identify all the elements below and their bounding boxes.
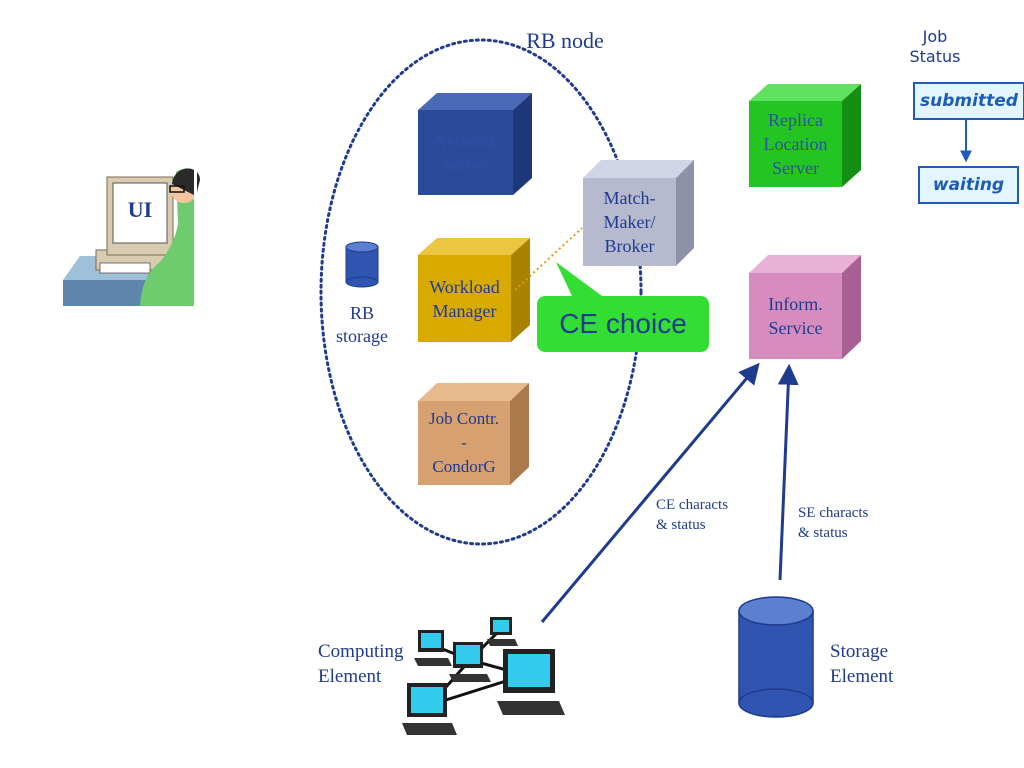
computing-element-label-line2: Element	[318, 665, 382, 687]
network-server-label: Network Server	[418, 110, 513, 195]
job-status-title-line1: Job	[922, 27, 948, 46]
workload-manager-label: Workload Manager	[418, 255, 511, 342]
computing-element-label: Computing Element	[318, 640, 428, 689]
rb-node-boundary	[319, 38, 643, 546]
computing-element-label-line1: Computing	[318, 641, 404, 662]
job-status-title-line2: Status	[909, 47, 961, 66]
replica-location-label-line1: Replica	[768, 110, 823, 130]
job-controller-label: Job Contr. - CondorG	[418, 401, 510, 485]
rb-storage-cylinder	[345, 241, 379, 288]
match-maker-label-line1: Match-	[603, 188, 656, 208]
status-submitted: submitted	[913, 82, 1024, 120]
match-maker-label-line3: Broker	[604, 236, 655, 256]
match-maker-label-line2: Maker/	[603, 212, 656, 232]
rb-storage-label: RB storage	[320, 302, 404, 349]
inform-service-label-line2: Service	[768, 318, 823, 338]
workload-to-matchmaker-link	[514, 227, 583, 291]
ui-workstation	[63, 150, 200, 310]
workload-manager-cube	[418, 238, 530, 342]
match-maker-cube	[583, 160, 694, 266]
replica-location-cube	[749, 84, 861, 187]
se-link-label-line2: & status	[798, 524, 848, 541]
rb-storage-label-line2: storage	[336, 326, 388, 347]
network-server-label-line2: Server	[442, 154, 489, 175]
ce-choice-callout-shape	[537, 262, 709, 352]
workload-manager-label-line1: Workload	[429, 276, 500, 297]
storage-element-label-line2: Element	[830, 665, 894, 687]
storage-element-label-line1: Storage	[830, 641, 889, 662]
workload-manager-label-line2: Manager	[432, 300, 497, 321]
rb-node-title: RB node	[526, 28, 604, 53]
network-server-cube	[418, 93, 532, 195]
network-server-label-line1: Network	[434, 130, 497, 151]
rb-storage-label-line1: RB	[349, 303, 374, 323]
replica-location-label-line2: Location	[763, 134, 828, 154]
replica-location-label: Replica Location Server	[749, 101, 842, 187]
status-waiting: waiting	[918, 166, 1019, 204]
job-controller-label-line3: CondorG	[432, 457, 496, 476]
ui-screen-label: UI	[127, 197, 153, 222]
ce-to-is-arrow	[540, 362, 760, 623]
job-controller-label-line1: Job Contr.	[429, 409, 499, 428]
storage-element-label: Storage Element	[830, 640, 930, 689]
inform-service-cube	[749, 255, 861, 359]
ce-link-label-line1: CE characts	[656, 497, 729, 513]
computing-element-network	[402, 617, 565, 735]
se-link-label-line1: SE characts	[798, 505, 869, 521]
ce-choice-callout: CE choice	[559, 308, 687, 339]
inform-service-label-line1: Inform.	[768, 294, 823, 314]
match-maker-label: Match- Maker/ Broker	[583, 178, 676, 266]
replica-location-label-line3: Server	[772, 158, 819, 178]
se-to-is-arrow	[777, 363, 799, 581]
ce-link-label: CE characts & status	[656, 496, 766, 535]
job-controller-cube	[418, 383, 529, 485]
job-controller-label-line2: -	[461, 433, 467, 452]
se-link-label: SE characts & status	[798, 504, 908, 543]
inform-service-label: Inform. Service	[749, 273, 842, 359]
storage-element-cylinder	[738, 596, 814, 718]
job-status-title: Job Status	[896, 27, 974, 67]
ce-link-label-line2: & status	[656, 516, 706, 533]
